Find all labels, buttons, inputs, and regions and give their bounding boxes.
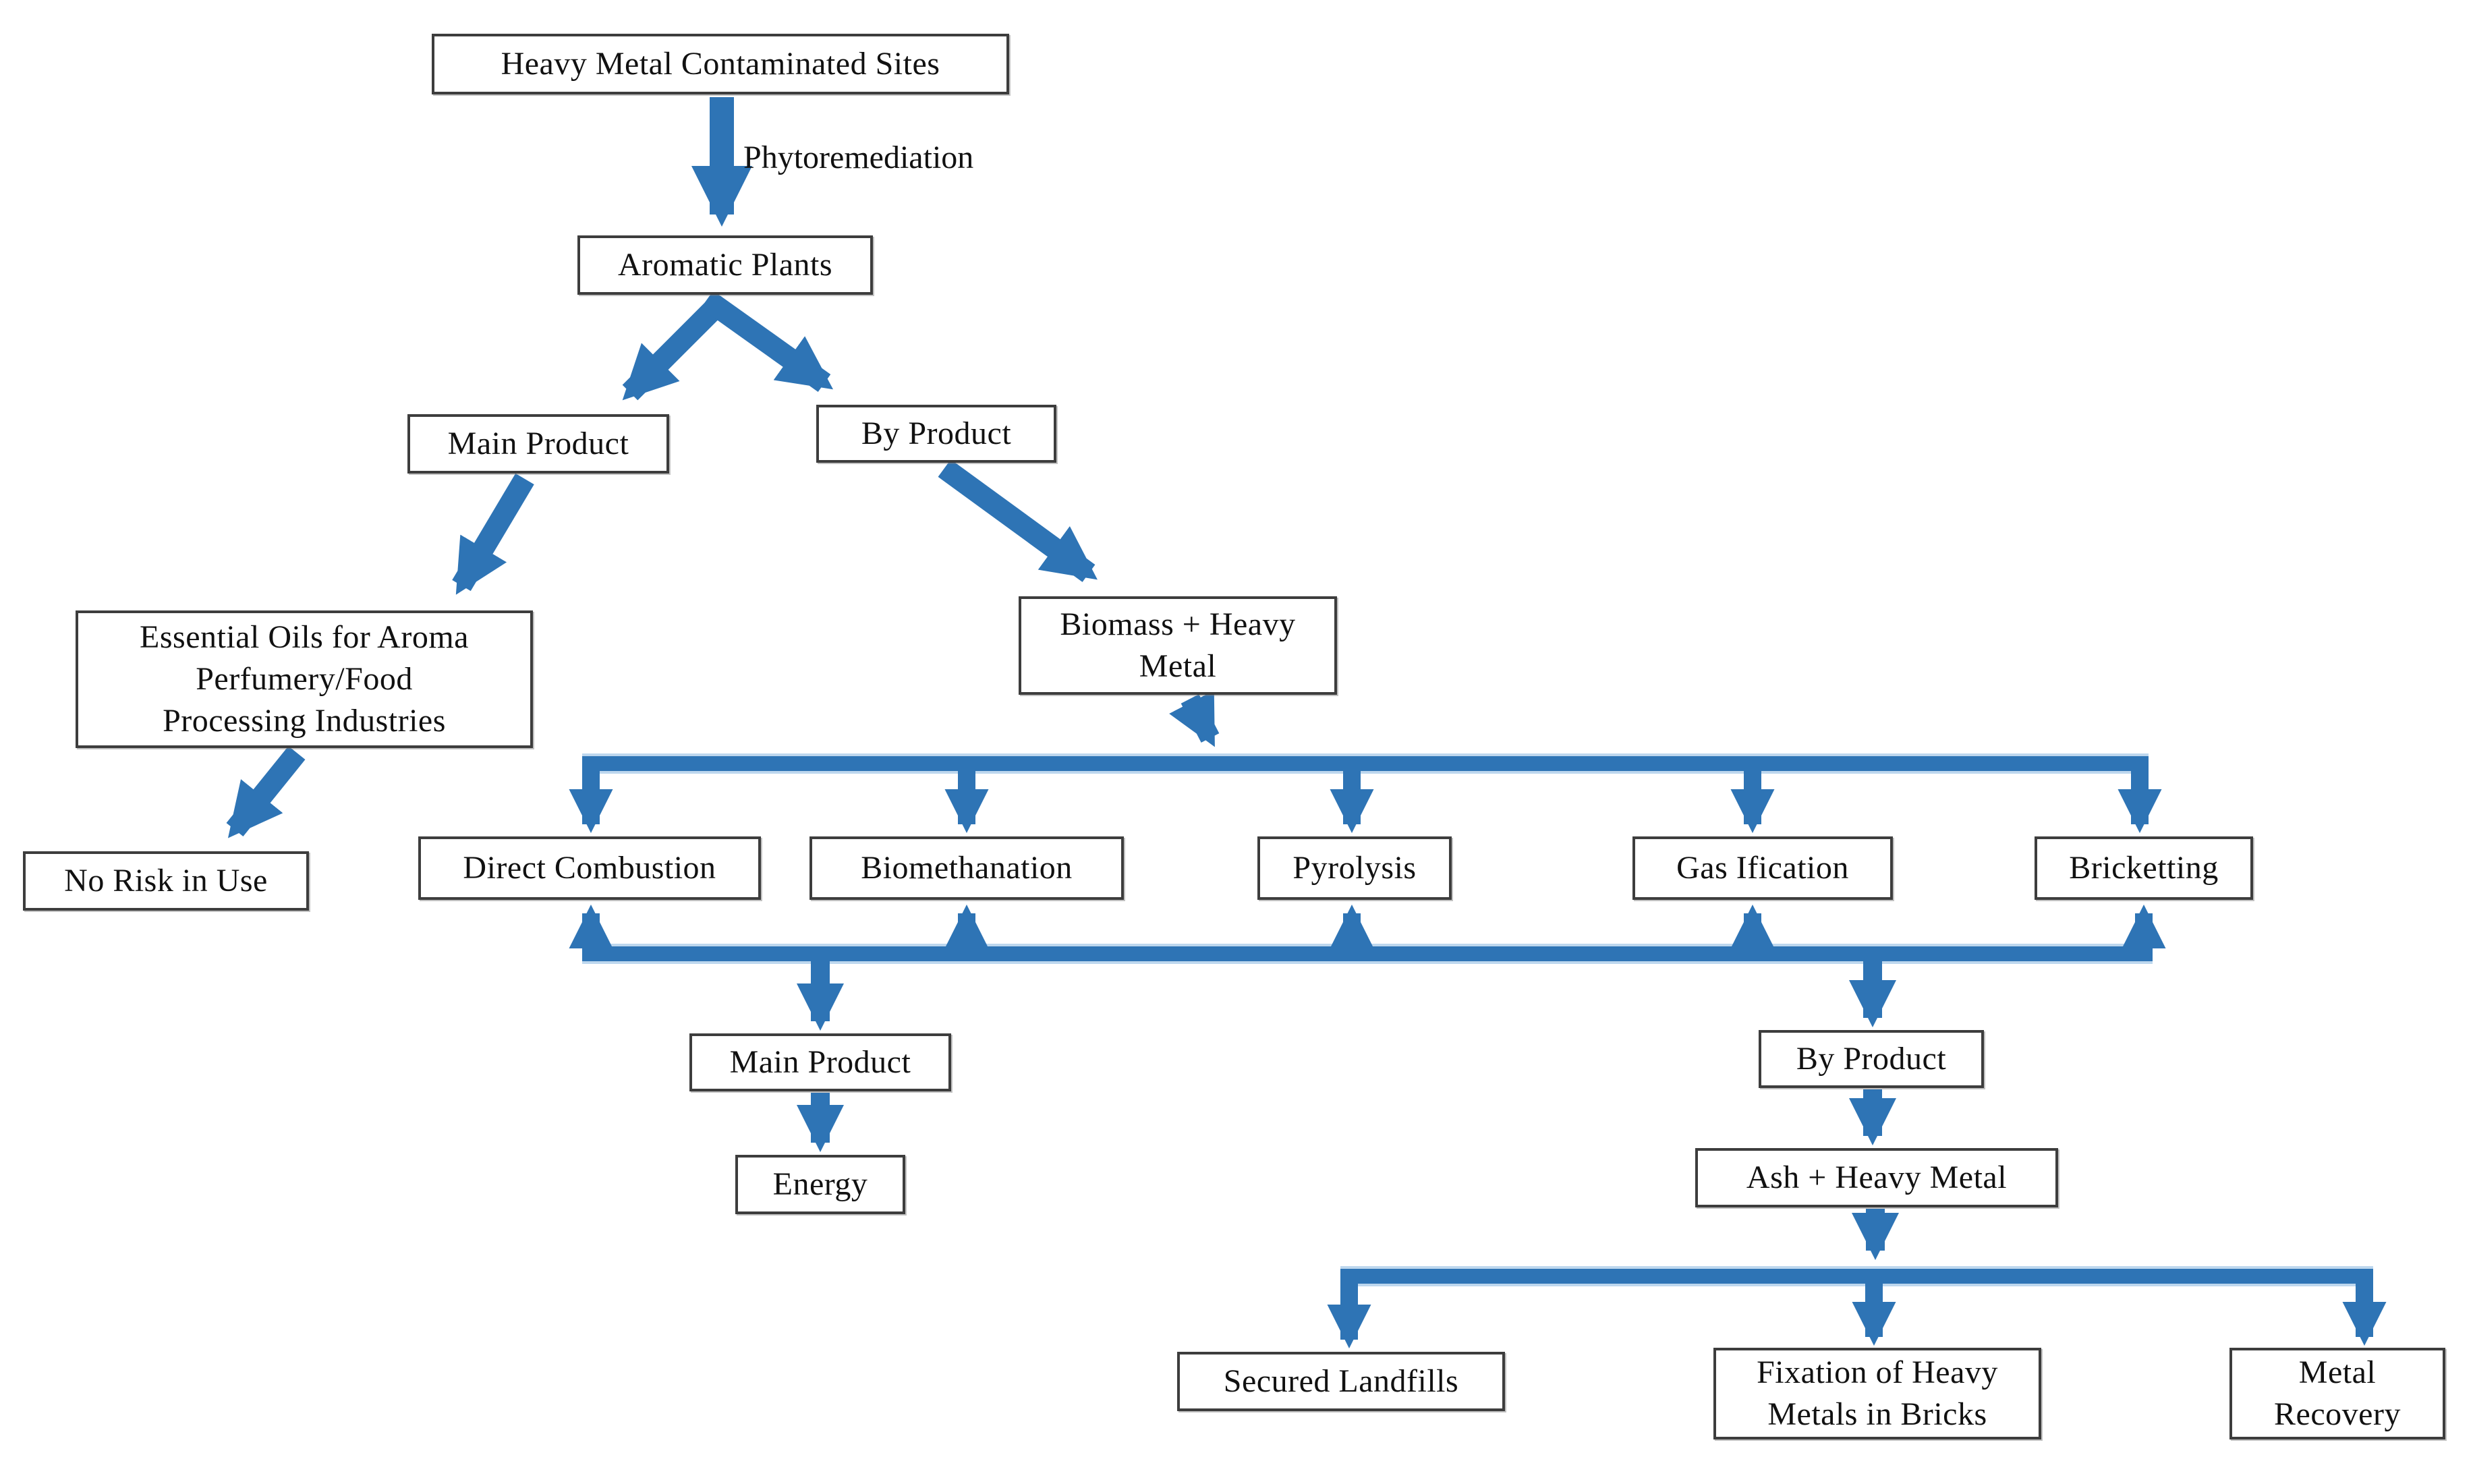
node-label: Aromatic Plants (617, 247, 833, 283)
node-bricketting: Bricketting (2035, 836, 2253, 900)
arrow-aromatic-to-by-product (700, 290, 834, 393)
node-main-product-top: Main Product (407, 414, 669, 474)
arrow-by-product-to-biomass (938, 459, 1098, 582)
node-biomass-heavy-metal: Biomass + Heavy Metal (1019, 596, 1337, 695)
node-direct-combustion: Direct Combustion (418, 836, 761, 900)
node-label: Bricketting (2069, 850, 2219, 886)
node-label: Heavy Metal Contaminated Sites (501, 46, 940, 82)
node-energy: Energy (735, 1155, 905, 1214)
node-label-line: Processing Industries (163, 703, 446, 739)
node-main-product-bottom: Main Product (689, 1033, 951, 1091)
node-label-line: Recovery (2274, 1396, 2401, 1432)
node-label: Main Product (447, 426, 629, 461)
node-label: Ash + Heavy Metal (1746, 1160, 2008, 1195)
node-label: By Product (861, 416, 1012, 451)
node-label: Biomethanation (861, 850, 1073, 886)
node-ash-heavy-metal: Ash + Heavy Metal (1695, 1148, 2058, 1207)
node-label: Direct Combustion (463, 850, 716, 886)
node-by-product-top: By Product (816, 405, 1056, 463)
phytoremediation-label: Phytoremediation (743, 140, 974, 175)
node-label-line: Fixation of Heavy (1757, 1354, 1998, 1390)
arrow-biomass-to-distribution-bar (1169, 690, 1220, 747)
arrow-main-product-to-essential-oils (452, 473, 534, 595)
node-label-line: Metal (2298, 1354, 2377, 1390)
node-label: Pyrolysis (1292, 850, 1417, 886)
node-label-line: Metals in Bricks (1767, 1396, 1987, 1432)
node-biomethanation: Biomethanation (809, 836, 1124, 900)
node-label-line: Perfumery/Food (196, 661, 413, 697)
node-fixation-of-heavy-metals-in-bricks: Fixation of Heavy Metals in Bricks (1713, 1348, 2041, 1439)
arrow-essential-oils-to-no-risk (226, 745, 306, 838)
node-label-line: Metal (1139, 648, 1217, 684)
node-label: Secured Landfills (1223, 1363, 1459, 1399)
node-label: Main Product (729, 1044, 911, 1080)
node-heavy-metal-contaminated-sites: Heavy Metal Contaminated Sites (432, 34, 1009, 94)
node-label: Gas Ification (1676, 850, 1849, 886)
node-no-risk-in-use: No Risk in Use (23, 851, 309, 911)
node-metal-recovery: Metal Recovery (2229, 1348, 2445, 1439)
node-secured-landfills: Secured Landfills (1177, 1352, 1505, 1411)
node-aromatic-plants: Aromatic Plants (577, 235, 873, 295)
node-gasification: Gas Ification (1632, 836, 1893, 900)
node-by-product-bottom: By Product (1759, 1030, 1984, 1088)
node-pyrolysis: Pyrolysis (1257, 836, 1452, 900)
node-label: By Product (1796, 1041, 1947, 1077)
node-label-line: Essential Oils for Aroma (140, 619, 469, 655)
node-essential-oils: Essential Oils for Aroma Perfumery/Food … (76, 610, 533, 748)
arrow-aromatic-to-main-product (622, 291, 731, 401)
node-label: Energy (772, 1166, 868, 1202)
node-label-line: Biomass + Heavy (1060, 606, 1296, 642)
node-label: No Risk in Use (64, 863, 268, 898)
